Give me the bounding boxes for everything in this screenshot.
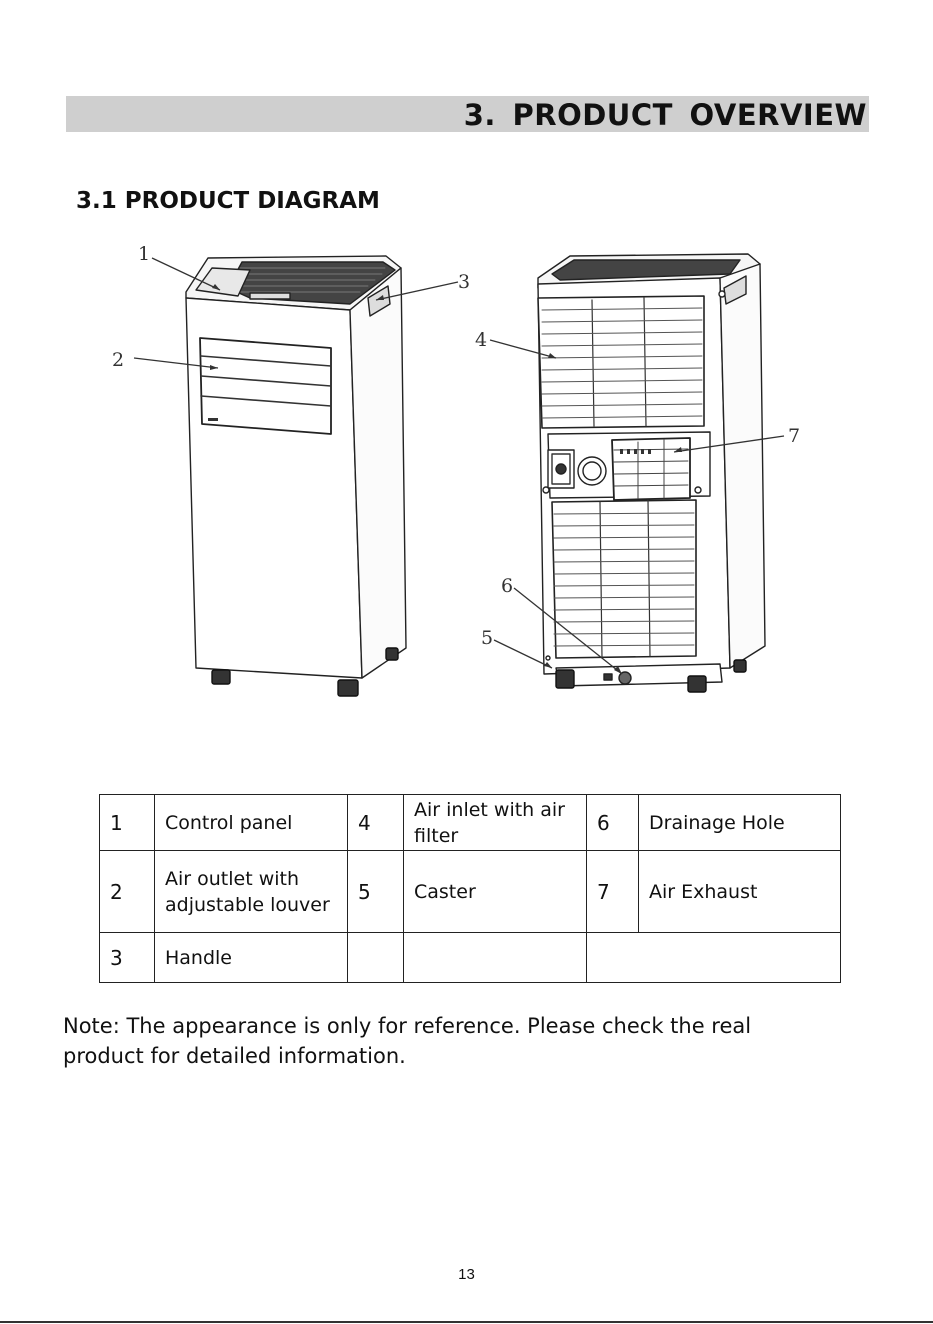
callout-7: 7 xyxy=(788,425,800,447)
legend-empty-cell xyxy=(348,933,404,983)
legend-label: Air Exhaust xyxy=(639,851,841,933)
legend-number: 3 xyxy=(100,933,155,983)
callout-6: 6 xyxy=(501,575,513,597)
legend-number: 6 xyxy=(587,795,639,851)
legend-number: 4 xyxy=(348,795,404,851)
table-row: 2 Air outlet with adjustable louver 5 Ca… xyxy=(100,851,841,933)
legend-label: Air inlet with air filter xyxy=(404,795,587,851)
bottom-divider xyxy=(0,1321,933,1323)
disclaimer-note: Note: The appearance is only for referen… xyxy=(63,1011,823,1071)
section-header-bar: 3. PRODUCT OVERVIEW xyxy=(66,96,869,132)
legend-table: 1 Control panel 4 Air inlet with air fil… xyxy=(99,794,841,983)
table-row: 3 Handle xyxy=(100,933,841,983)
legend-number: 5 xyxy=(348,851,404,933)
section-title: 3. PRODUCT OVERVIEW xyxy=(464,97,867,133)
back-unit-illustration xyxy=(538,254,765,692)
legend-label: Handle xyxy=(155,933,348,983)
legend-label: Drainage Hole xyxy=(639,795,841,851)
legend-empty-cell xyxy=(587,933,841,983)
product-diagram-illustration: 1 2 3 4 5 6 7 xyxy=(100,238,840,708)
page-number: 13 xyxy=(0,1266,933,1283)
legend-label: Control panel xyxy=(155,795,348,851)
callout-5: 5 xyxy=(481,627,493,649)
callout-3: 3 xyxy=(458,271,470,293)
table-row: 1 Control panel 4 Air inlet with air fil… xyxy=(100,795,841,851)
legend-number: 2 xyxy=(100,851,155,933)
callout-4: 4 xyxy=(475,329,487,351)
legend-number: 7 xyxy=(587,851,639,933)
legend-label: Air outlet with adjustable louver xyxy=(155,851,348,933)
subsection-title: 3.1 PRODUCT DIAGRAM xyxy=(76,186,380,216)
legend-empty-cell xyxy=(404,933,587,983)
callout-1: 1 xyxy=(138,243,150,265)
legend-number: 1 xyxy=(100,795,155,851)
product-diagram: 1 2 3 4 5 6 7 xyxy=(100,238,840,708)
legend-label: Caster xyxy=(404,851,587,933)
front-unit-illustration xyxy=(186,256,406,696)
callout-2: 2 xyxy=(112,349,124,371)
